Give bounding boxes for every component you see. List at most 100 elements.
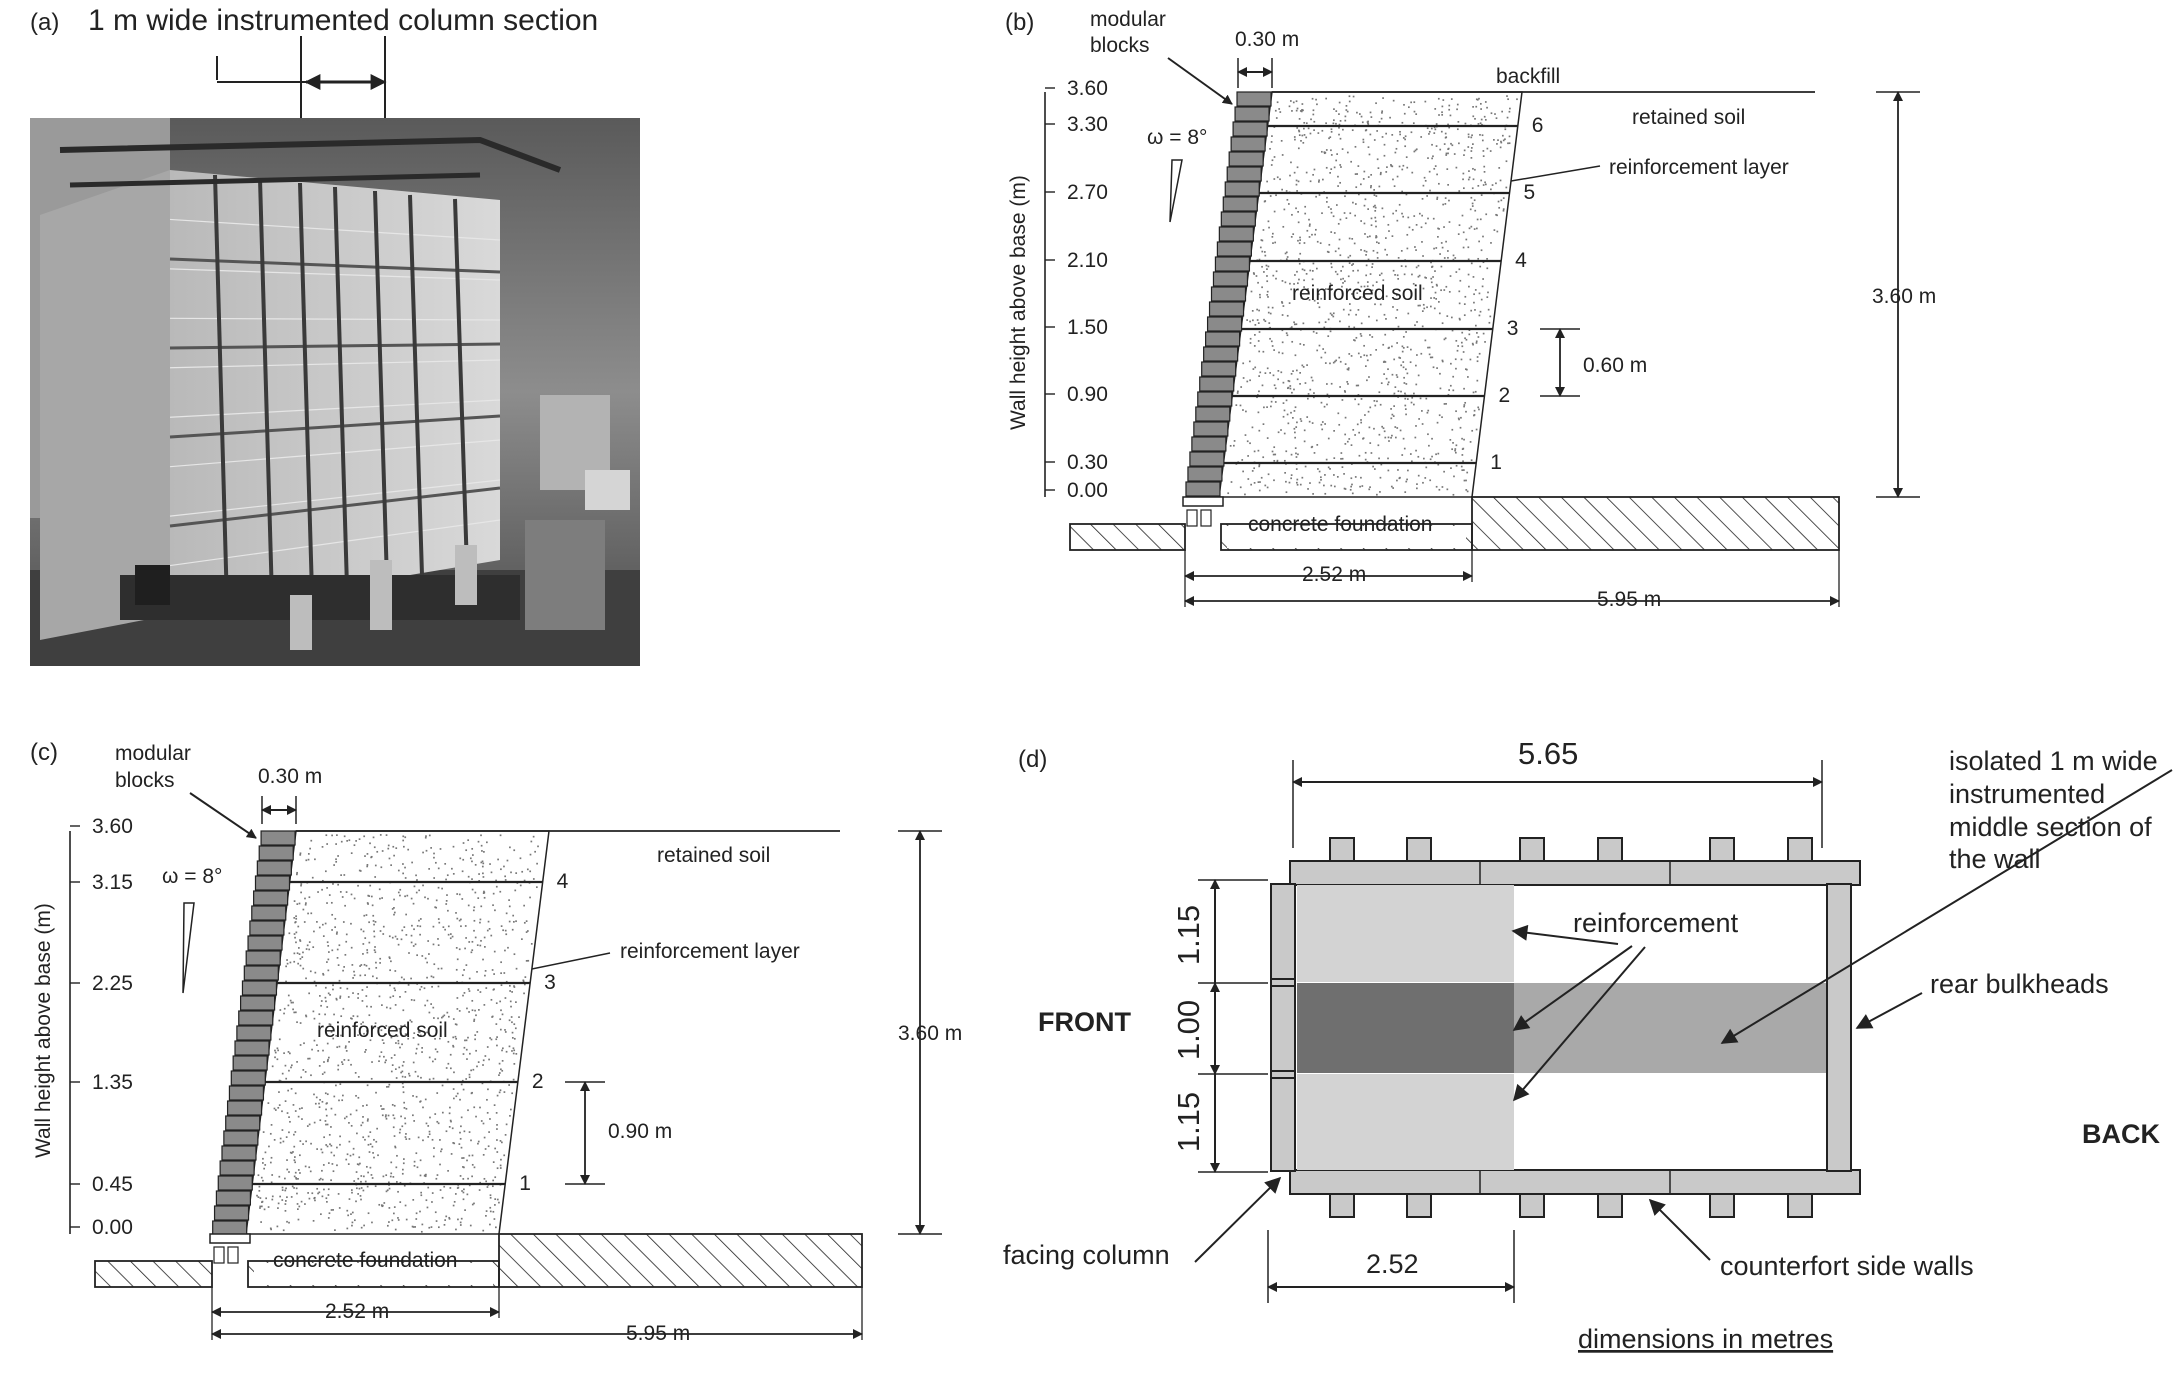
foundation-label-b: concrete foundation [1248, 513, 1432, 536]
toe-restraint [213, 1246, 225, 1264]
top-dim-label: 5.65 [1518, 736, 1578, 771]
reinforcement-bottom [1297, 1074, 1514, 1170]
modular-block [232, 1055, 268, 1071]
panel-c: 43213.603.152.251.350.450.00(c)modularbl… [30, 739, 962, 1345]
omega-wedge-c [182, 902, 195, 994]
layer-number: 5 [1524, 181, 1536, 204]
dim-left-1: 1.15 [1171, 905, 1206, 965]
modular-block [213, 1205, 250, 1221]
layer-number: 2 [532, 1070, 544, 1093]
modular-block [1214, 256, 1251, 272]
modular-block [1187, 466, 1223, 482]
soil-speckle [256, 834, 539, 1233]
dim-left-2: 1.00 [1171, 1000, 1206, 1060]
modular-block [260, 830, 296, 846]
rear-bulkheads-pointer [1855, 992, 1923, 1029]
counterfort-pointer [1648, 1198, 1711, 1261]
layer-number: 3 [1507, 317, 1519, 340]
foundation-label-c: concrete foundation [273, 1249, 457, 1272]
modular-block [212, 1220, 248, 1236]
reinforcement-top [1297, 885, 1514, 982]
test-facility-photo [30, 118, 640, 666]
foundation-label-bg [254, 1263, 493, 1285]
height-tick-label: 0.00 [1067, 479, 1108, 502]
reinforcement-pointer-3 [1512, 946, 1646, 1102]
height-b: 3.60 m [1872, 285, 1936, 308]
height-tick-label: 0.00 [92, 1216, 133, 1239]
modular-block [236, 1025, 272, 1041]
modular-block [1185, 481, 1221, 497]
foundation-backfill [498, 1233, 863, 1288]
facing-column-pointer [1194, 1176, 1282, 1263]
length2-b: 5.95 m [1597, 588, 1661, 611]
modular-block [1201, 361, 1237, 377]
layer-number: 1 [1490, 451, 1502, 474]
modular-blocks-label-c1: modular [115, 742, 191, 765]
panel-a: (a) 1 m wide instrumented column section [30, 4, 640, 666]
modular-block [1195, 406, 1231, 422]
modular-block [1224, 181, 1260, 197]
length1-c: 2.52 m [325, 1300, 389, 1323]
facing-column-label: facing column [1003, 1240, 1170, 1270]
modular-block [215, 1190, 252, 1206]
height-tick-label: 3.60 [92, 815, 133, 838]
panel-d: (d) 5.65 [1003, 736, 2173, 1354]
omega-c: ω = 8° [162, 865, 222, 888]
bottom-dim-label: 2.52 [1366, 1249, 1419, 1279]
modular-block [1203, 346, 1239, 362]
dim-left-3: 1.15 [1171, 1092, 1206, 1152]
layer-number: 6 [1532, 114, 1544, 137]
height-c: 3.60 m [898, 1022, 962, 1045]
length1-b: 2.52 m [1302, 563, 1366, 586]
rear-bulkhead [1826, 883, 1852, 1172]
levelling-pad [209, 1233, 251, 1244]
reinforcement-pointer-1 [1511, 924, 1619, 945]
modular-block [1232, 121, 1268, 137]
axis-label-b: Wall height above base (m) [1007, 175, 1030, 430]
retained-soil-label-c: retained soil [657, 844, 770, 867]
reinforcement-pointer-2 [1512, 945, 1633, 1031]
panel-b: 6543213.603.302.702.101.500.900.300.00(b… [1005, 8, 1936, 611]
counterforts-top [1329, 837, 1813, 862]
spacing-c: 0.90 m [608, 1120, 672, 1143]
modular-blocks-pointer-c [189, 792, 257, 839]
modular-block-column [1185, 91, 1272, 497]
modular-block [1220, 211, 1256, 227]
layer-number: 4 [1515, 249, 1527, 272]
modular-block [1193, 421, 1229, 437]
height-tick-label: 3.30 [1067, 113, 1108, 136]
modular-block [1226, 166, 1262, 182]
height-tick-label: 0.90 [1067, 383, 1108, 406]
foundation-toe [1069, 523, 1186, 551]
modular-block [1210, 286, 1247, 302]
height-tick-label: 3.15 [92, 871, 133, 894]
height-tick-label: 2.10 [1067, 249, 1108, 272]
retained-soil-label-b: retained soil [1632, 106, 1745, 129]
isolated-pointer [1720, 769, 2173, 1044]
isolated-line-3: middle section of [1949, 812, 2152, 842]
panel-a-label: (a) [30, 9, 59, 36]
modular-block [258, 845, 294, 861]
modular-block [245, 950, 281, 966]
modular-block [1208, 301, 1245, 317]
rear-bulkheads-label: rear bulkheads [1930, 969, 2109, 999]
side-wall-bottom [1289, 1169, 1861, 1195]
modular-block [225, 1115, 261, 1131]
modular-block [1234, 106, 1270, 122]
panel-c-label: (c) [30, 739, 58, 766]
layer-number: 4 [557, 870, 569, 893]
modular-block [1205, 331, 1241, 347]
omega-b: ω = 8° [1147, 126, 1207, 149]
modular-block [251, 905, 287, 921]
modular-block [1197, 391, 1233, 407]
foundation-backfill [1471, 496, 1840, 551]
height-tick-label: 2.25 [92, 972, 133, 995]
height-tick-label: 1.50 [1067, 316, 1108, 339]
photo-wall-grid [169, 174, 501, 606]
modular-block [221, 1145, 257, 1161]
modular-blocks-label-c2: blocks [115, 769, 175, 792]
toe-restraint [1186, 509, 1198, 527]
modular-blocks-pointer-b [1167, 57, 1233, 105]
modular-block [238, 1010, 274, 1026]
